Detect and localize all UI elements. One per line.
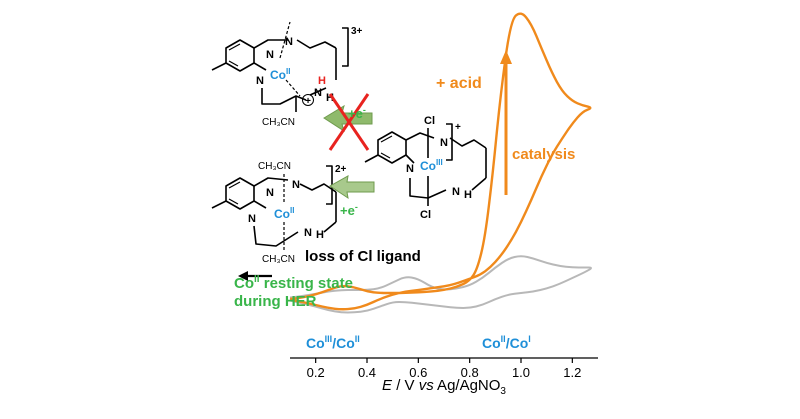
svg-text:CH₃CN: CH₃CN <box>262 254 295 265</box>
svg-text:H: H <box>318 75 326 87</box>
svg-text:H: H <box>316 229 324 241</box>
svg-text:N: N <box>266 187 274 199</box>
upper-electron-label: +e- <box>348 105 366 121</box>
catalysis-label: catalysis <box>512 146 575 163</box>
svg-text:N: N <box>248 213 256 225</box>
x-tick-label: 0.8 <box>461 365 479 380</box>
blocked-cross <box>328 93 370 151</box>
svg-text:N: N <box>314 87 322 99</box>
svg-text:N: N <box>292 179 300 191</box>
loss-arrow <box>238 271 272 281</box>
x-tick-label: 0.6 <box>409 365 427 380</box>
svg-text:H: H <box>326 92 334 104</box>
svg-text:N: N <box>266 49 274 61</box>
svg-text:CH₃CN: CH₃CN <box>258 161 291 172</box>
cv-plot: 0.2 0.4 0.6 0.8 1.0 1.2 E / V vs Ag/AgNO3 + a… <box>234 12 598 397</box>
x-tick-labels: 0.2 0.4 0.6 0.8 1.0 1.2 <box>307 365 582 380</box>
svg-text:H: H <box>464 189 472 201</box>
x-tick-label: 1.0 <box>512 365 530 380</box>
svg-text:N: N <box>452 186 460 198</box>
svg-text:N: N <box>256 75 264 87</box>
x-tick-label: 0.4 <box>358 365 376 380</box>
reduction-arrow-lower <box>329 175 375 200</box>
svg-text:CH₃CN: CH₃CN <box>262 117 295 128</box>
svg-text:Cl: Cl <box>420 209 431 221</box>
catalysis-arrow <box>500 50 512 195</box>
svg-text:+: + <box>455 122 461 133</box>
svg-text:3+: 3+ <box>351 26 363 37</box>
svg-text:2+: 2+ <box>335 164 347 175</box>
resting-state-label: CoII resting state <box>234 274 353 292</box>
molecule-bottom: CH₃CN N N N CoII N H CH₃CN 2+ <box>211 161 347 265</box>
resting-state-label-line2: during HER <box>234 293 317 310</box>
svg-text:Cl: Cl <box>424 115 435 127</box>
molecule-top: N N N CoII N H H + CH₃CN 3+ <box>211 21 363 128</box>
lower-electron-label: +e- <box>340 202 358 218</box>
x-ticks <box>315 358 573 363</box>
peak-label-co2-co1: CoII/CoI <box>482 334 531 351</box>
acid-label: + acid <box>436 75 482 92</box>
molecule-right: N N CoIII Cl Cl N H + <box>364 115 487 221</box>
metal-center-top: CoII <box>270 67 290 82</box>
series-with-acid <box>289 12 592 311</box>
x-tick-label: 0.2 <box>307 365 325 380</box>
svg-text:N: N <box>406 163 414 175</box>
metal-center-right: CoIII <box>420 158 443 173</box>
loss-of-cl-label: loss of Cl ligand <box>305 248 421 265</box>
x-tick-label: 1.2 <box>563 365 581 380</box>
metal-center-bottom: CoII <box>274 206 294 221</box>
x-axis-label: E / V vs Ag/AgNO3 <box>382 377 506 397</box>
svg-text:N: N <box>304 227 312 239</box>
peak-label-co3-co2: CoIII/CoII <box>306 334 360 351</box>
series-without-acid <box>289 255 592 314</box>
svg-text:+: + <box>305 96 311 107</box>
svg-text:N: N <box>285 36 293 48</box>
svg-text:N: N <box>440 137 448 149</box>
